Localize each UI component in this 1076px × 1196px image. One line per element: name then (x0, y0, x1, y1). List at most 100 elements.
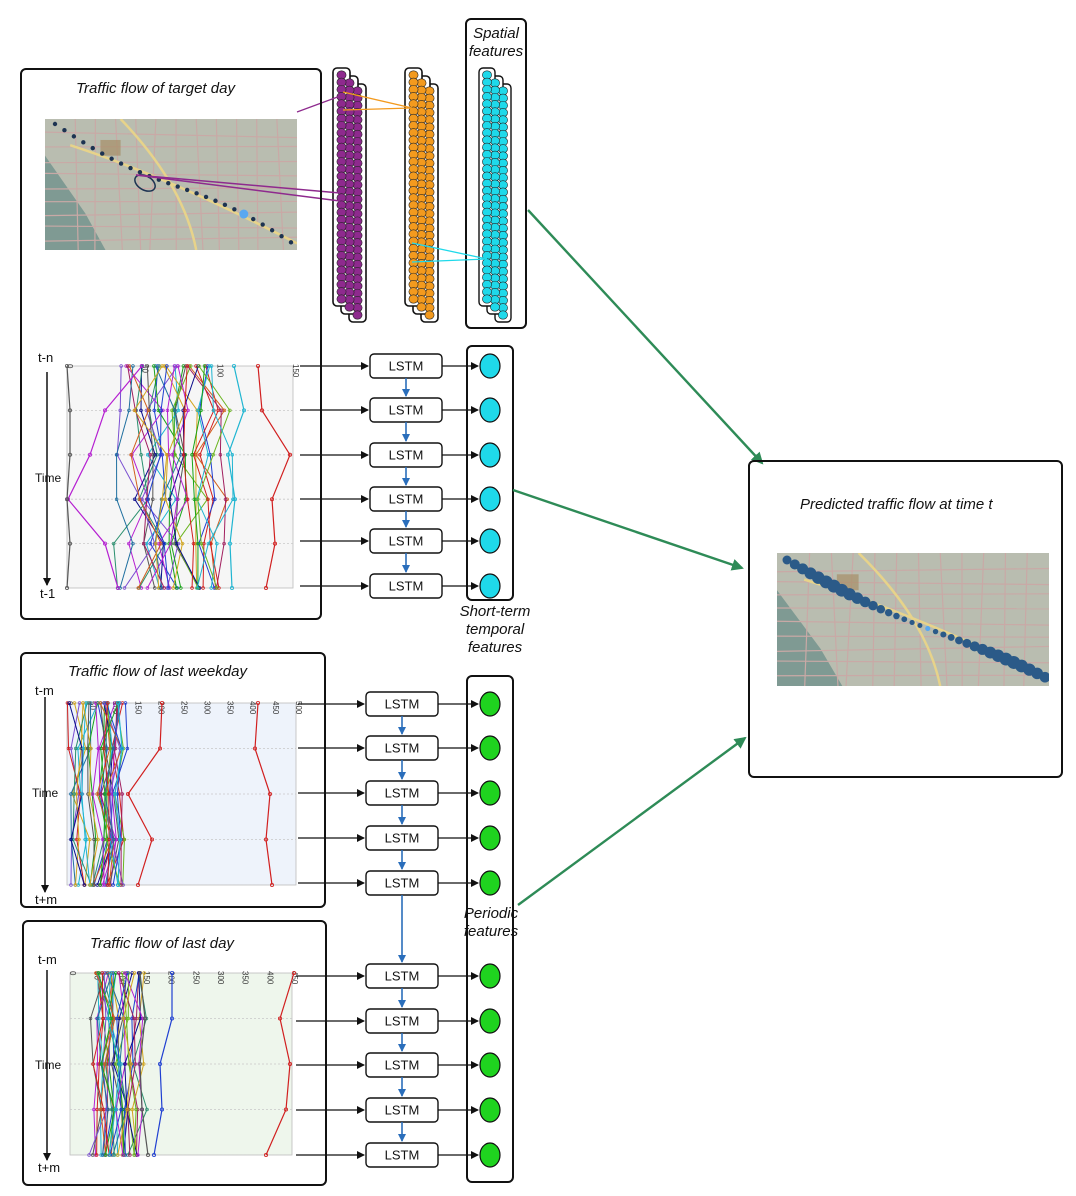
output-map-street (777, 645, 1049, 652)
target-day-plot-series (163, 365, 186, 589)
last-day-plot-series (124, 972, 144, 1156)
target-day-map-sensor (232, 207, 237, 212)
target-day-plot-series (116, 365, 156, 589)
last-day-plot-marker (142, 971, 146, 975)
last-weekday-plot-marker (125, 746, 130, 751)
output-map-sensor (947, 633, 955, 641)
target-day-map-street (256, 119, 259, 250)
last-day-plot-marker (116, 971, 121, 975)
target-day-plot-marker (145, 497, 150, 501)
last-day-plot-series (107, 972, 120, 1156)
last-day-plot-marker (128, 1153, 132, 1157)
output-map-sensor (868, 600, 878, 611)
last-day-plot-series (113, 972, 133, 1156)
target-day-plot-marker (160, 497, 165, 501)
target-day-plot-marker (127, 408, 131, 413)
last-day-plot-marker (123, 1153, 128, 1157)
target-day-plot-marker (195, 586, 199, 590)
target-day-plot-marker (65, 497, 70, 502)
last-weekday-plot-marker (149, 837, 154, 842)
output-map-street (917, 553, 922, 686)
conv-stack-purple-layer-1-node (344, 302, 355, 312)
last-day-plot-tick-label: 400 (265, 971, 274, 985)
target-day-plot-marker (176, 408, 181, 413)
last-day-plot-outlier-series (265, 972, 295, 1156)
target-day-plot-marker (158, 453, 163, 457)
last-day-plot-marker (124, 1016, 129, 1021)
last-weekday-plot-marker (112, 837, 116, 842)
target-day-plot-marker (165, 453, 169, 457)
last-weekday-plot-marker (116, 701, 121, 706)
output-map-highway (857, 553, 942, 686)
target-day-map-sensor (71, 134, 77, 139)
target-day-plot-marker (132, 408, 137, 413)
target-day-plot-series (133, 365, 168, 589)
target-day-plot-marker (162, 541, 166, 546)
output-map-street (977, 553, 985, 686)
target-day-plot-series (186, 365, 227, 589)
last-weekday-plot-series (92, 702, 105, 886)
last-weekday-plot-series (105, 702, 122, 886)
conv-stack-orange-layer-0 (408, 70, 419, 304)
target-day-plot-marker (219, 408, 223, 413)
last-day-plot-marker (132, 1016, 136, 1021)
target-day-plot-marker (218, 453, 223, 457)
target-day-plot-marker (241, 408, 246, 413)
target-day-plot-marker (159, 408, 163, 413)
target-day-plot-marker (155, 453, 159, 457)
last-day-plot-marker (99, 1153, 103, 1157)
last-day-plot-marker (115, 1016, 119, 1021)
conv-stack-purple-layer-0-node (336, 294, 347, 304)
lastday-feature-node (479, 1142, 501, 1168)
lastday-lstm-label: LSTM (385, 1103, 420, 1118)
target-day-plot-marker (131, 541, 135, 546)
target-day-plot-marker (228, 408, 232, 413)
last-day-plot-marker (95, 1016, 100, 1021)
last-day-plot-marker (109, 1016, 114, 1021)
target-day-plot-marker (88, 452, 93, 457)
last-day-plot-outlier-series (153, 973, 173, 1156)
target-day-plot-marker (269, 497, 274, 502)
last-weekday-plot-marker (87, 792, 92, 796)
last-weekday-plot-marker (69, 883, 73, 887)
target-day-plot-marker (227, 541, 232, 546)
last-day-plot-marker (106, 971, 111, 975)
output-map-street (777, 567, 1049, 573)
last-day-plot-tick-label: 450 (290, 971, 299, 985)
last-weekday-plot-marker (66, 746, 71, 751)
output-map-street (830, 553, 839, 686)
output-map-street (777, 593, 1049, 596)
target-day-plot-marker (137, 497, 142, 501)
target-day-plot-series (191, 365, 206, 589)
target-day-map-sensor (128, 165, 133, 171)
weekday-lstm-label: LSTM (385, 786, 420, 801)
target-day-plot-marker (172, 364, 177, 368)
target-day-plot-marker (125, 364, 130, 368)
last-day-plot-marker (99, 1062, 104, 1066)
target-day-plot-marker (65, 586, 70, 591)
target-day-plot-marker (119, 364, 123, 368)
target-day-map-sensor (279, 234, 284, 239)
last-weekday-plot-marker (80, 792, 84, 796)
last-weekday-plot-marker (103, 792, 107, 796)
last-day-plot-marker (109, 971, 113, 975)
last-day-plot-marker (106, 1107, 110, 1112)
last-day-plot-marker (145, 1153, 150, 1158)
last-weekday-plot-tick-label: 300 (202, 701, 211, 715)
last-weekday-plot-marker (159, 701, 164, 706)
target-day-plot-tick-label: 150 (291, 364, 300, 378)
output-title: Predicted traffic flow at time t (800, 496, 993, 513)
last-weekday-plot-marker (87, 701, 91, 705)
target-day-plot-series (127, 365, 165, 589)
last-day-plot-marker (123, 971, 127, 975)
link-cyan (411, 242, 488, 260)
last-day-plot-marker (263, 1153, 268, 1158)
target-day-plot-marker (166, 586, 171, 590)
target-day-plot-marker (181, 364, 186, 368)
target-day-map-street (45, 225, 297, 229)
target-day-plot-series (128, 365, 162, 589)
output-map-sensor (859, 596, 871, 608)
target-day-plot-series (116, 365, 134, 589)
last-day-plot-series (118, 972, 136, 1156)
target-day-plot-series (174, 365, 200, 589)
